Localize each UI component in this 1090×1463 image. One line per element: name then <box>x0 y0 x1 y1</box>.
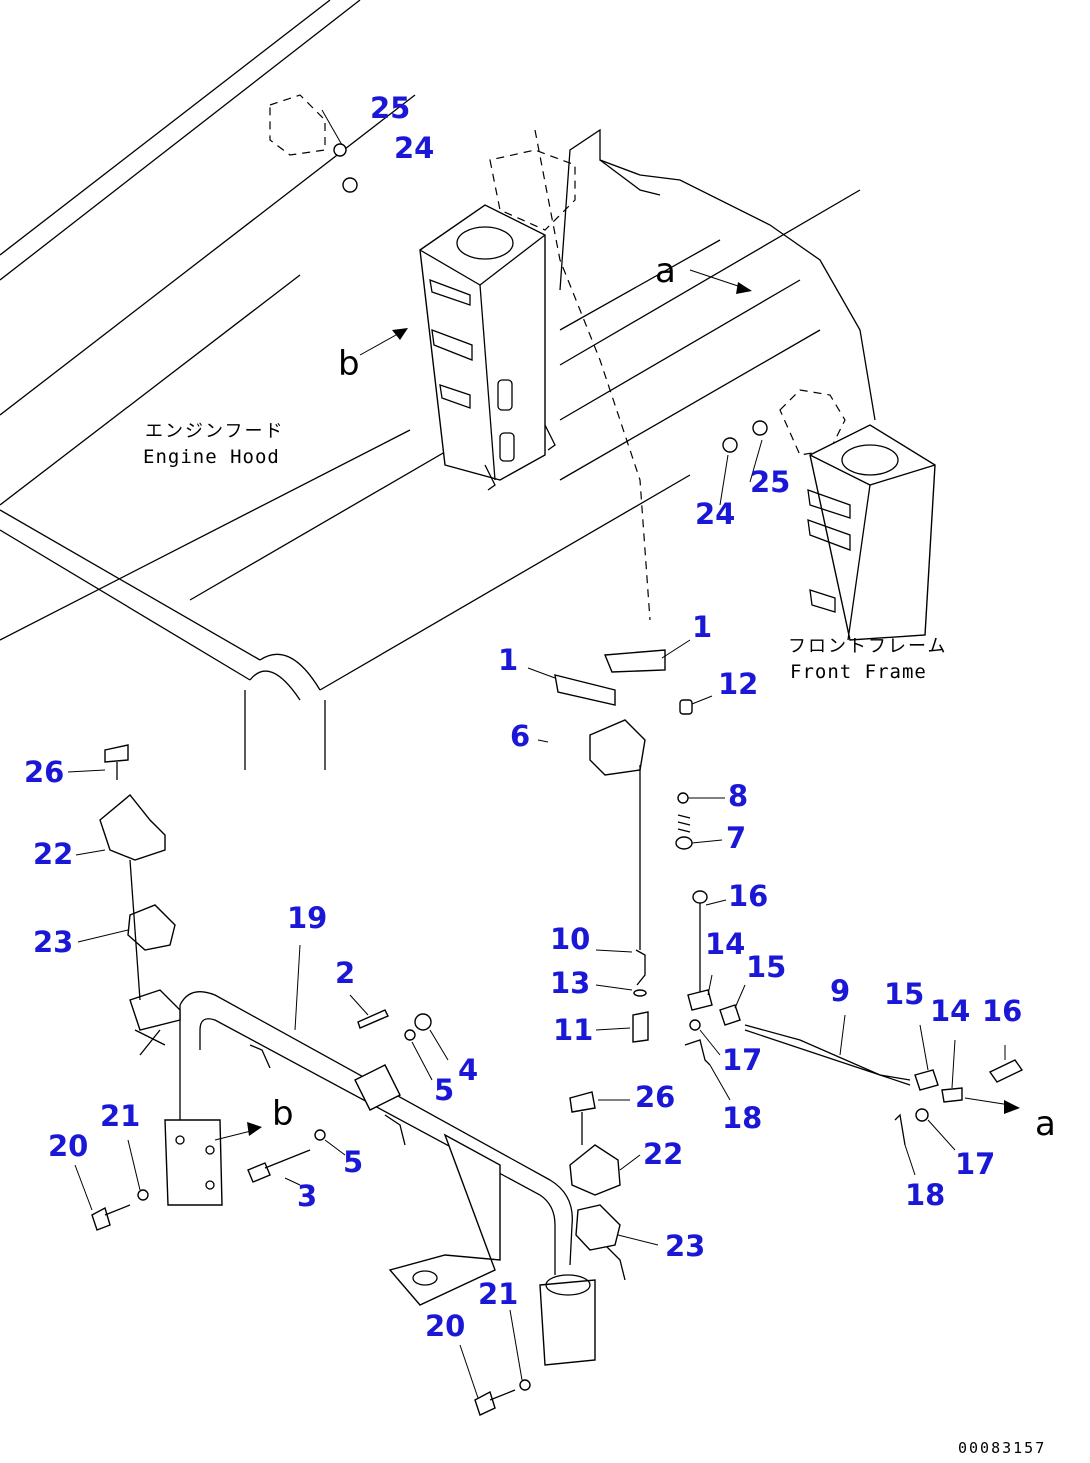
callout-2: 2 <box>335 956 355 990</box>
callout-14-right: 14 <box>930 994 970 1028</box>
callout-6: 6 <box>510 719 530 753</box>
guard-bar <box>129 989 626 1366</box>
engine-hood-label-en: Engine Hood <box>143 446 280 468</box>
callout-21-left: 21 <box>100 1099 140 1133</box>
bolt-24-25-group <box>321 109 768 453</box>
callout-16-upper: 16 <box>728 879 768 913</box>
callout-18-upper: 18 <box>722 1101 762 1135</box>
callout-15-right: 15 <box>884 977 924 1011</box>
callout-3: 3 <box>297 1179 317 1213</box>
callout-11: 11 <box>553 1013 593 1047</box>
callout-20-right: 20 <box>425 1309 465 1343</box>
engine-hood-label-jp: エンジンフード <box>145 421 284 442</box>
callout-25-mid: 25 <box>750 465 790 499</box>
callout-20-left: 20 <box>48 1129 88 1163</box>
ref-letter-a-lower: a <box>1035 1104 1056 1144</box>
callout-9: 9 <box>830 974 850 1008</box>
callout-18-right: 18 <box>905 1178 945 1212</box>
callout-23-left: 23 <box>33 925 73 959</box>
left-clamp <box>99 744 176 1001</box>
callout-23-right: 23 <box>665 1229 705 1263</box>
leader-lines <box>67 439 1006 1399</box>
callout-7: 7 <box>726 821 746 855</box>
callout-22-right: 22 <box>643 1137 683 1171</box>
callout-19: 19 <box>287 901 327 935</box>
callout-1-left: 1 <box>498 643 518 677</box>
callout-17-upper: 17 <box>722 1043 762 1077</box>
callout-1-right: 1 <box>692 610 712 644</box>
callout-26-left: 26 <box>24 755 64 789</box>
callout-8: 8 <box>728 779 748 813</box>
callout-15-upper: 15 <box>746 950 786 984</box>
upper-bracket <box>419 204 556 491</box>
small-fasteners <box>91 1009 531 1416</box>
callout-14-upper: 14 <box>705 927 745 961</box>
ref-arrows-upper <box>359 269 752 356</box>
callout-24-mid: 24 <box>695 497 735 531</box>
front-frame-label-en: Front Frame <box>790 661 927 683</box>
front-frame-label-jp: フロントフレーム <box>788 636 947 657</box>
drawing-code: 00083157 <box>958 1439 1046 1457</box>
callout-4: 4 <box>458 1053 478 1087</box>
callout-10: 10 <box>550 922 590 956</box>
engine-hood-outline <box>0 0 876 770</box>
right-clamp <box>569 1091 621 1251</box>
callout-24-top: 24 <box>394 131 434 165</box>
hidden-outline <box>269 94 846 621</box>
callout-26-right: 26 <box>635 1080 675 1114</box>
callout-5-b: 5 <box>343 1145 363 1179</box>
control-rod <box>684 890 1024 1146</box>
callout-17-right: 17 <box>955 1147 995 1181</box>
lock-mechanism <box>537 649 693 1043</box>
callout-16-right: 16 <box>982 994 1022 1028</box>
callout-5-a: 5 <box>434 1073 454 1107</box>
callout-25-top: 25 <box>370 91 410 125</box>
callout-22-left: 22 <box>33 837 73 871</box>
ref-letter-b-upper: b <box>338 344 360 384</box>
callout-13: 13 <box>550 966 590 1000</box>
callout-12: 12 <box>718 667 758 701</box>
front-frame-bracket <box>807 424 936 641</box>
ref-letter-a-upper: a <box>655 251 676 291</box>
ref-letter-b-lower: b <box>272 1094 294 1134</box>
callout-21-right: 21 <box>478 1277 518 1311</box>
